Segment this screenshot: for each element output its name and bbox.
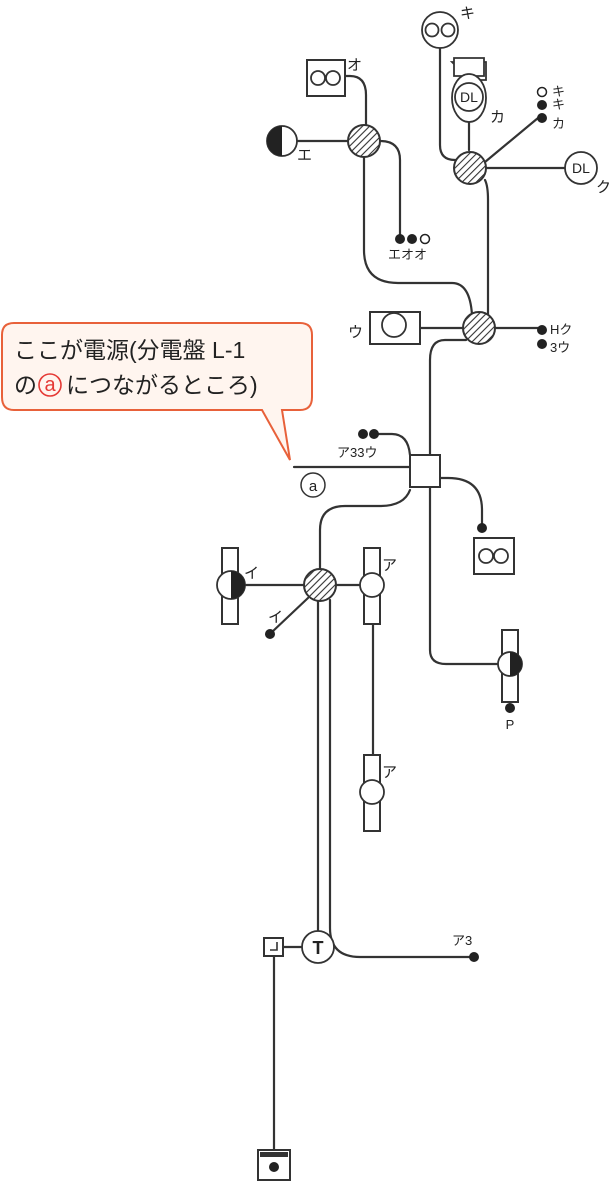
- label-o-top: オ: [347, 57, 362, 74]
- label-3u: 3ウ: [550, 340, 570, 355]
- wires: [243, 43, 567, 1152]
- dl-label-2: DL: [572, 160, 590, 176]
- wall-light-i: イ: [216, 547, 259, 625]
- label-ki-top: キ: [460, 5, 475, 22]
- bottom-chime-box: [257, 1149, 291, 1181]
- label-sw-ki2: キ: [552, 97, 565, 112]
- wall-light-e: エ: [266, 125, 312, 164]
- label-i-upper: イ: [244, 565, 259, 582]
- label-i-lower: イ: [268, 609, 283, 626]
- label-e: エ: [297, 147, 312, 164]
- junction-box-upper: [453, 151, 487, 185]
- label-a-upper: ア: [382, 557, 397, 574]
- callout-line2-part1: の: [14, 372, 37, 398]
- callout-line1: ここが電源(分電盤 L-1: [14, 337, 245, 363]
- callout-mark: a: [44, 374, 56, 396]
- junction-box-square: [409, 454, 441, 488]
- fluorescent-ceiling-light-ki: キ: [421, 5, 475, 49]
- wall-light-a-upper: ア: [359, 547, 397, 625]
- label-sw-ka: カ: [552, 116, 565, 131]
- fluorescent-fixture-o: オ: [306, 57, 362, 97]
- label-sw-ki1: キ: [552, 84, 565, 99]
- dl-label-1: DL: [460, 89, 478, 105]
- callout-line2-part2: につながるところ): [66, 372, 258, 398]
- label-ku: ク: [596, 179, 611, 196]
- switch-group-a33u: ア33ウ: [337, 429, 379, 460]
- switch-group-kikika: キ キ カ: [536, 84, 565, 131]
- label-a3: ア3: [452, 933, 472, 948]
- fluorescent-fixture-right: [473, 523, 515, 575]
- doorbell-button: [263, 937, 284, 957]
- downlight-ku: DL ク: [564, 151, 611, 196]
- ceiling-light-u: ウ: [348, 311, 421, 345]
- label-t: T: [313, 938, 324, 958]
- label-p: P: [506, 717, 515, 732]
- switch-group-eoo: エオオ: [388, 233, 431, 262]
- switch-group-hku-3u: Hク 3ウ: [537, 322, 572, 355]
- callout-bubble: ここが電源(分電盤 L-1 の a につながるところ): [1, 322, 313, 461]
- label-hku: Hク: [550, 322, 572, 337]
- label-a-lower: ア: [382, 764, 397, 781]
- label-eoo: エオオ: [388, 247, 427, 262]
- label-u: ウ: [348, 324, 363, 341]
- junction-box-lower: [303, 568, 337, 602]
- label-ka-dl: カ: [490, 109, 505, 126]
- source-mark-label: a: [309, 478, 318, 495]
- junction-box-middle: [462, 311, 496, 345]
- wall-light-p: P: [497, 629, 523, 732]
- power-source-mark: a: [300, 472, 326, 498]
- junction-box-left: [347, 124, 381, 158]
- downlight-ka: DL カ: [449, 57, 505, 126]
- label-a33u: ア33ウ: [337, 445, 377, 460]
- timer-switch-t: T: [301, 930, 335, 964]
- switch-i: イ: [265, 609, 283, 639]
- wall-light-a-lower: ア: [359, 754, 397, 832]
- outlet-a3: ア3: [452, 933, 479, 962]
